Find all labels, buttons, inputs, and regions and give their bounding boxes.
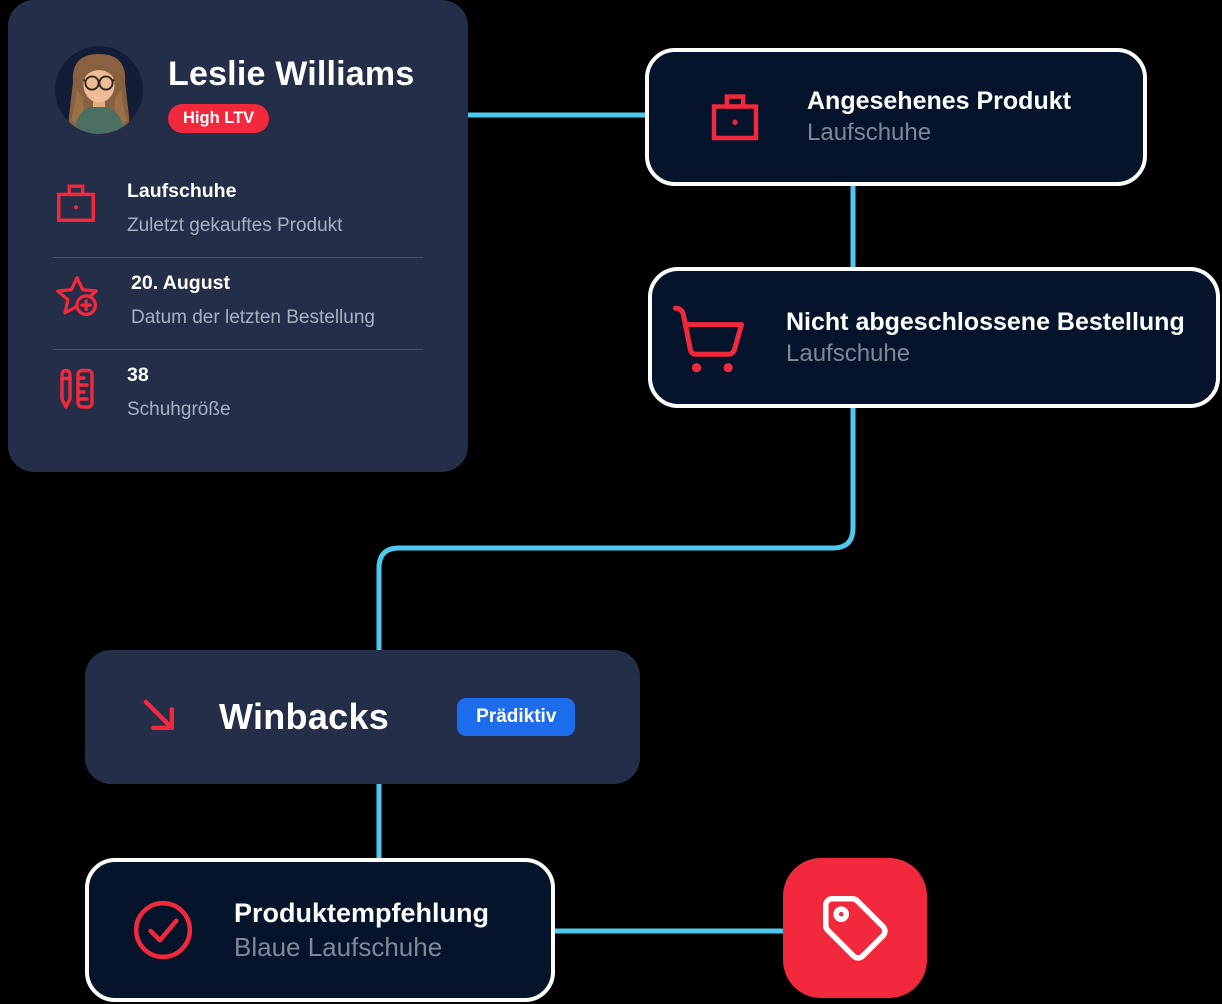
- predictive-badge: Prädiktiv: [457, 698, 576, 736]
- connector-abandoned-to-winbacks: [376, 406, 856, 652]
- node-title: Produktempfehlung: [234, 897, 489, 928]
- divider: [53, 257, 423, 258]
- node-winbacks[interactable]: Winbacks Prädiktiv: [85, 650, 640, 784]
- check-circle-icon: [130, 897, 196, 963]
- node-viewed-product[interactable]: Angesehenes Produkt Laufschuhe: [645, 48, 1147, 186]
- ltv-badge: High LTV: [168, 104, 270, 133]
- attribute-subtitle: Zuletzt gekauftes Produkt: [127, 215, 343, 236]
- customer-name: Leslie Williams: [168, 55, 415, 93]
- node-title: Angesehenes Produkt: [807, 87, 1071, 115]
- cart-icon: [662, 292, 754, 384]
- attribute-subtitle: Datum der letzten Bestellung: [131, 307, 375, 328]
- attribute-last-purchased: Laufschuhe Zuletzt gekauftes Produkt: [53, 180, 342, 237]
- customer-profile-card[interactable]: Leslie Williams High LTV Laufschuhe Zule…: [8, 0, 468, 472]
- node-subtitle: Laufschuhe: [786, 339, 911, 367]
- node-subtitle: Laufschuhe: [807, 119, 932, 146]
- attribute-title: 38: [127, 364, 149, 386]
- avatar: [55, 46, 143, 134]
- node-title: Winbacks: [219, 696, 390, 737]
- node-offer-tag[interactable]: [783, 858, 927, 998]
- node-title: Nicht abgeschlossene Bestellung: [786, 307, 1185, 336]
- node-abandoned-order[interactable]: Nicht abgeschlossene Bestellung Laufschu…: [648, 267, 1220, 408]
- attribute-shoe-size: 38 Schuhgröße: [53, 364, 231, 421]
- node-product-recommendation[interactable]: Produktempfehlung Blaue Laufschuhe: [85, 858, 555, 1002]
- attribute-title: 20. August: [131, 272, 230, 294]
- node-subtitle: Blaue Laufschuhe: [234, 931, 443, 962]
- attribute-last-order-date: 20. August Datum der letzten Bestellung: [53, 272, 375, 329]
- star-plus-icon: [53, 272, 103, 322]
- briefcase-icon: [707, 89, 763, 145]
- divider: [53, 349, 423, 350]
- arrow-down-right-icon: [135, 691, 187, 743]
- shoe-size-icon: [53, 364, 99, 414]
- attribute-title: Laufschuhe: [127, 180, 237, 202]
- attribute-subtitle: Schuhgröße: [127, 399, 231, 420]
- briefcase-icon: [53, 180, 99, 226]
- tag-icon: [816, 889, 894, 967]
